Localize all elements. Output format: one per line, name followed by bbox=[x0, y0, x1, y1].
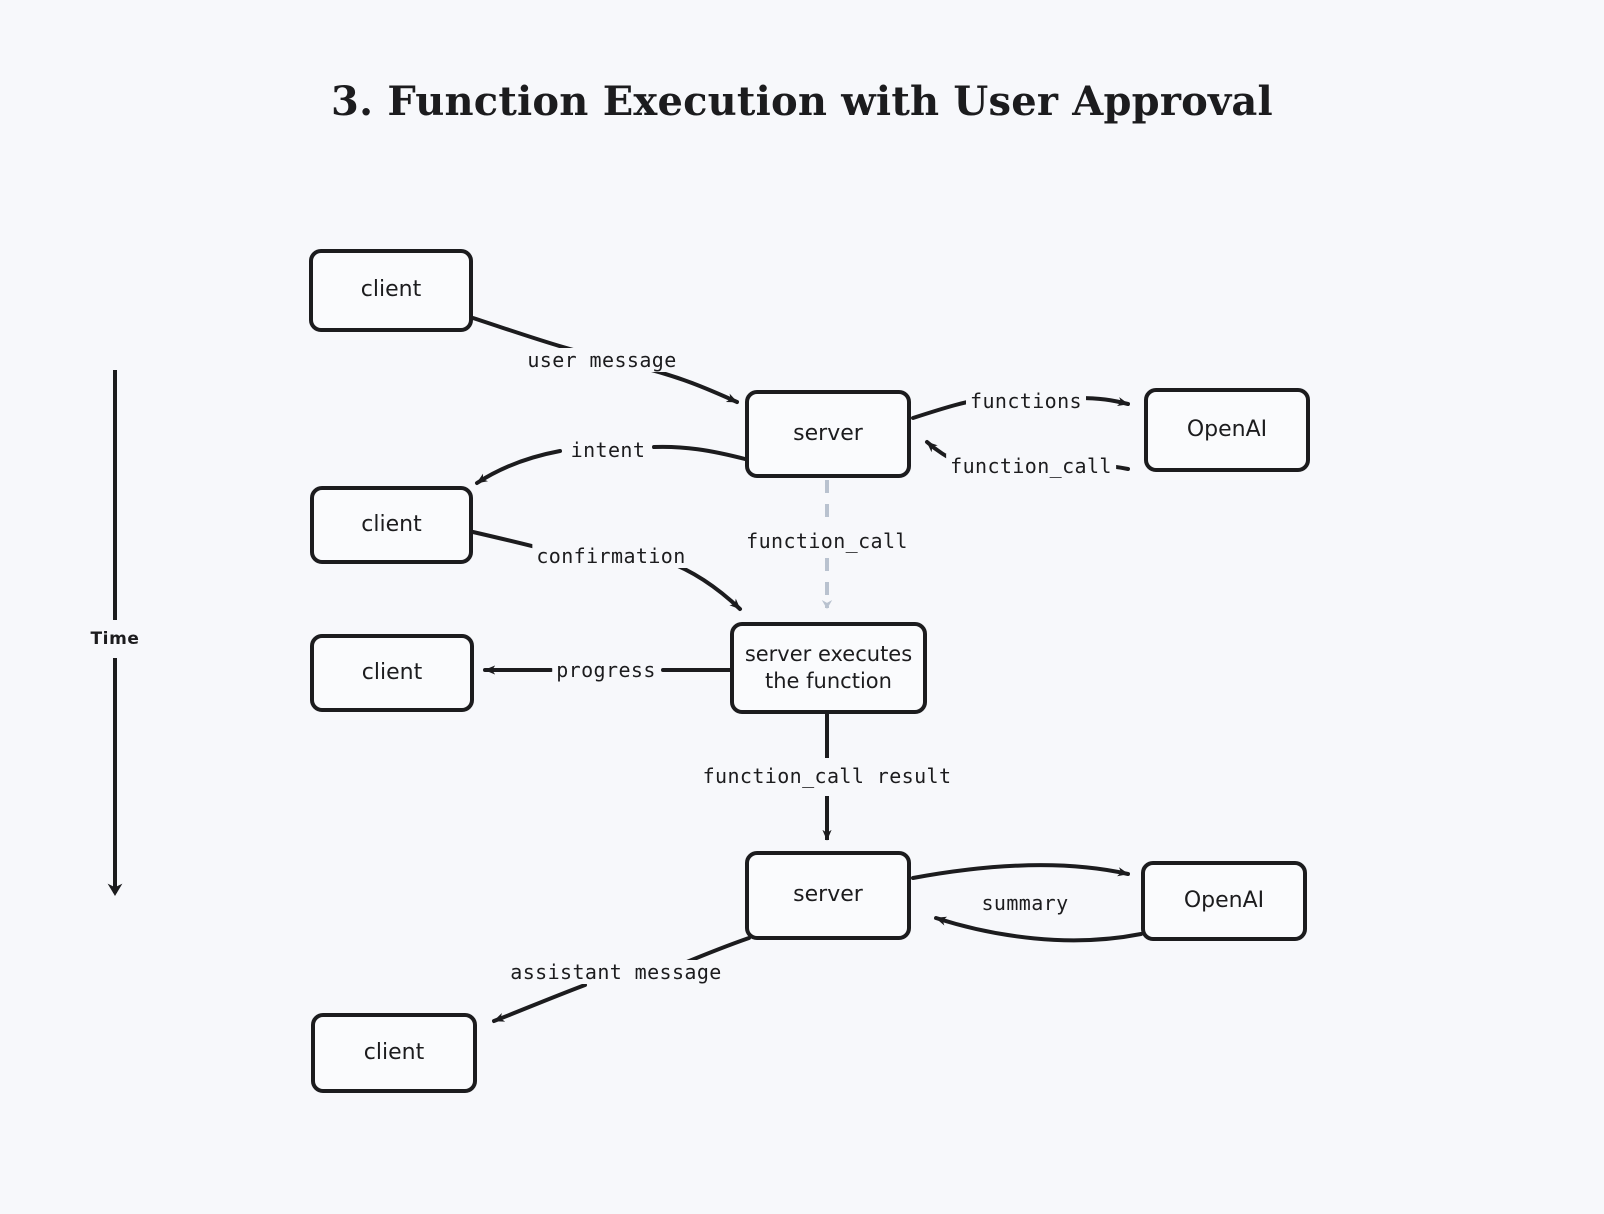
node-label: OpenAI bbox=[1183, 887, 1265, 913]
edge-label-progress: progress bbox=[552, 658, 660, 682]
node-client-3[interactable]: client bbox=[310, 634, 474, 712]
node-client-2[interactable]: client bbox=[310, 486, 473, 564]
node-openai-2[interactable]: OpenAI bbox=[1141, 861, 1307, 941]
edge-label-user-message: user message bbox=[523, 348, 681, 372]
node-label: client bbox=[360, 277, 422, 303]
node-label: server bbox=[793, 420, 863, 446]
node-label: client bbox=[363, 1039, 425, 1065]
edge-label-assistant-message: assistant message bbox=[506, 960, 726, 984]
edge-label-functions: functions bbox=[966, 389, 1086, 413]
page-title: 3. Function Execution with User Approval bbox=[331, 78, 1273, 125]
connector-summary-request bbox=[911, 863, 1130, 880]
node-client-1[interactable]: client bbox=[309, 249, 473, 332]
connector-summary-response bbox=[934, 916, 1143, 943]
node-label: client bbox=[361, 659, 423, 685]
node-openai-1[interactable]: OpenAI bbox=[1144, 388, 1310, 472]
edge-label-intent: intent bbox=[566, 438, 650, 462]
node-server-1[interactable]: server bbox=[745, 390, 911, 478]
edge-label-summary: summary bbox=[977, 891, 1073, 915]
node-label: OpenAI bbox=[1186, 416, 1268, 442]
time-axis-label: Time bbox=[87, 629, 143, 649]
edge-label-confirmation: confirmation bbox=[532, 544, 690, 568]
edge-label-function-call-dashed: function_call bbox=[742, 529, 912, 553]
edge-label-function-call-result: function_call result bbox=[698, 764, 956, 788]
edge-label-function-call-response: function_call bbox=[946, 454, 1116, 478]
node-label: server bbox=[793, 882, 863, 908]
node-server-2[interactable]: server bbox=[745, 851, 911, 940]
connector-intent bbox=[477, 444, 747, 483]
node-label: client bbox=[361, 511, 422, 537]
node-client-4[interactable]: client bbox=[311, 1013, 477, 1093]
